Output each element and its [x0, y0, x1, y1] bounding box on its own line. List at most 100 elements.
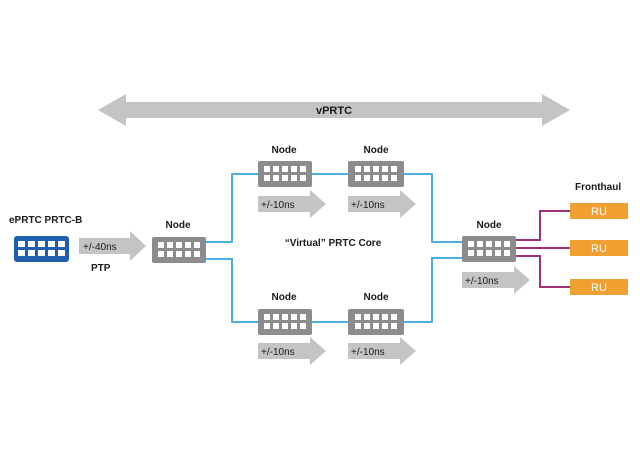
node-bottom-1: Node+/-10ns	[258, 292, 326, 365]
latency-arrow	[348, 337, 416, 365]
switch-port	[264, 166, 270, 172]
node-bottom-2: Node+/-10ns	[348, 292, 416, 365]
switch-port	[486, 241, 492, 247]
node-label: Node	[272, 145, 297, 156]
ru-label: RU	[591, 206, 607, 218]
link-top2-egress	[404, 173, 462, 243]
switch-port	[355, 166, 361, 172]
nodes: NodeNode+/-10nsNode+/-10nsNode+/-10nsNod…	[152, 145, 530, 365]
switch-port	[194, 242, 200, 248]
vprtc-double-arrow	[98, 94, 570, 126]
latency-label: +/-10ns	[261, 200, 295, 211]
switch-port	[282, 323, 288, 329]
switch-icon	[462, 236, 516, 262]
switch-port	[477, 241, 483, 247]
switch-port	[504, 250, 510, 256]
fronthaul-title: Fronthaul	[575, 182, 621, 193]
switch-port	[176, 242, 182, 248]
switch-port	[300, 314, 306, 320]
switch-port	[194, 251, 200, 257]
node-top-2: Node+/-10ns	[348, 145, 416, 218]
node-ingress: Node	[152, 220, 206, 263]
switch-port	[291, 323, 297, 329]
switch-port	[391, 314, 397, 320]
fronthaul: Fronthaul RU RU RU	[570, 182, 628, 295]
eprtc-port	[18, 241, 25, 247]
vprtc-label: vPRTC	[316, 105, 352, 117]
switch-port	[264, 314, 270, 320]
source-latency-arrow: +/-40ns PTP	[79, 231, 146, 274]
latency-label: +/-10ns	[351, 347, 385, 358]
latency-label: +/-10ns	[261, 347, 295, 358]
switch-icon	[348, 309, 404, 335]
fronthaul-links	[516, 210, 570, 288]
switch-port	[468, 250, 474, 256]
eprtc-port	[58, 241, 65, 247]
switch-port	[382, 323, 388, 329]
switch-port	[291, 175, 297, 181]
latency-arrow	[258, 190, 326, 218]
node-egress: Node+/-10ns	[462, 220, 530, 294]
latency-arrow	[348, 190, 416, 218]
link-bottom2-egress	[404, 257, 462, 323]
node-label: Node	[166, 220, 191, 231]
switch-port	[291, 166, 297, 172]
latency-label: +/-10ns	[351, 200, 385, 211]
switch-port	[167, 251, 173, 257]
source-arrow-shape	[79, 231, 146, 261]
switch-port	[158, 242, 164, 248]
switch-port	[364, 314, 370, 320]
switch-port	[391, 175, 397, 181]
eprtc-port	[28, 250, 35, 256]
eprtc-port	[48, 241, 55, 247]
link-ingress-top	[206, 173, 258, 243]
switch-port	[282, 166, 288, 172]
switch-port	[382, 175, 388, 181]
switch-port	[373, 314, 379, 320]
switch-port	[167, 242, 173, 248]
radio-unit: RU	[570, 279, 628, 295]
radio-unit: RU	[570, 203, 628, 219]
switch-port	[355, 314, 361, 320]
eprtc-port	[28, 241, 35, 247]
switch-port	[364, 166, 370, 172]
switch-port	[273, 175, 279, 181]
switch-port	[495, 250, 501, 256]
switch-port	[300, 166, 306, 172]
latency-arrow	[258, 337, 326, 365]
eprtc-port	[58, 250, 65, 256]
switch-port	[282, 175, 288, 181]
switch-port	[364, 175, 370, 181]
eprtc-source: ePRTC PRTC-B	[9, 215, 82, 262]
switch-port	[468, 241, 474, 247]
radio-unit: RU	[570, 240, 628, 256]
switch-icon	[258, 161, 312, 187]
eprtc-port	[38, 241, 45, 247]
switch-port	[300, 175, 306, 181]
eprtc-ports	[18, 241, 65, 256]
switch-port	[282, 314, 288, 320]
switch-port	[176, 251, 182, 257]
switch-port	[264, 323, 270, 329]
switch-port	[364, 323, 370, 329]
switch-port	[273, 323, 279, 329]
eprtc-port	[18, 250, 25, 256]
switch-port	[391, 323, 397, 329]
switch-port	[486, 250, 492, 256]
fronthaul-link-1	[516, 210, 570, 241]
switch-port	[273, 314, 279, 320]
source-latency-label: +/-40ns	[83, 242, 117, 253]
switch-port	[300, 323, 306, 329]
latency-label: +/-10ns	[465, 276, 499, 287]
virtual-prtc-core-label: “Virtual” PRTC Core	[285, 238, 382, 249]
vprtc-banner: vPRTC	[98, 94, 570, 126]
ru-box	[570, 203, 628, 219]
switch-port	[495, 241, 501, 247]
eprtc-port	[48, 250, 55, 256]
switch-port	[185, 251, 191, 257]
node-top-1: Node +/-10ns	[258, 145, 326, 218]
switch-port	[355, 323, 361, 329]
switch-port	[504, 241, 510, 247]
switch-port	[373, 323, 379, 329]
